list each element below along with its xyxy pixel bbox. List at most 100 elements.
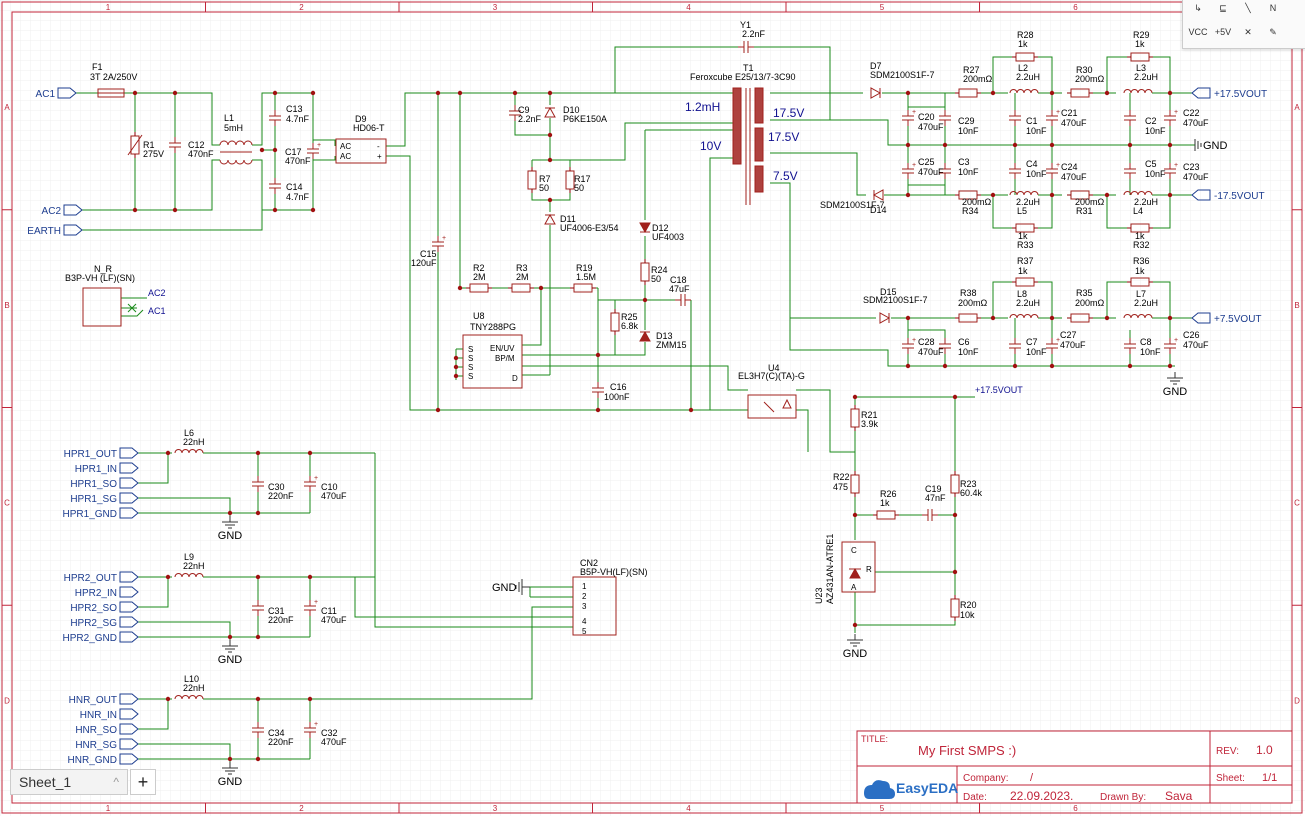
resistor-r24[interactable]	[640, 259, 650, 285]
resistor-r29[interactable]	[1127, 52, 1153, 62]
resistor-r17[interactable]	[565, 167, 575, 193]
wire-icon[interactable]: ↳	[1194, 2, 1202, 13]
add-sheet-button[interactable]: +	[130, 769, 156, 795]
capacitor-c10[interactable]: +	[304, 475, 318, 492]
port-out-p75[interactable]	[1191, 312, 1211, 324]
resistor-r35[interactable]	[1067, 313, 1093, 323]
resistor-r32[interactable]	[1127, 223, 1153, 233]
inductor-l7[interactable]	[1123, 314, 1153, 319]
sheet-tab[interactable]: Sheet_1 ^	[10, 769, 128, 795]
capacitor-c9[interactable]	[509, 105, 521, 121]
inductor-l4[interactable]	[1123, 191, 1153, 196]
capacitor-c7[interactable]	[1009, 338, 1021, 354]
connector-nr[interactable]	[82, 287, 122, 327]
port-ac1[interactable]	[57, 87, 77, 99]
capacitor-c32[interactable]: +	[304, 721, 318, 738]
resistor-r23[interactable]	[950, 471, 960, 497]
plus5v-icon[interactable]: +5V	[1214, 27, 1232, 37]
diode-d12[interactable]	[639, 222, 651, 234]
diode-d10[interactable]	[544, 106, 556, 118]
capacitor-c18[interactable]	[675, 294, 691, 306]
capacitor-c2[interactable]	[1124, 110, 1136, 126]
diode-d7[interactable]	[870, 87, 882, 99]
resistor-r19[interactable]	[570, 283, 596, 293]
resistor-r31[interactable]	[1067, 190, 1093, 200]
resistor-r25[interactable]	[610, 309, 620, 335]
capacitor-c15[interactable]: +	[432, 235, 446, 252]
port-hnr-gnd[interactable]	[119, 753, 139, 765]
chevron-up-icon[interactable]: ^	[113, 775, 119, 789]
capacitor-c34[interactable]	[252, 722, 264, 738]
capacitor-c8[interactable]	[1124, 338, 1136, 354]
inductor-l6[interactable]	[174, 449, 204, 454]
resistor-r38[interactable]	[955, 313, 981, 323]
port-hpr2-gnd[interactable]	[119, 631, 139, 643]
capacitor-c23[interactable]: +	[1164, 162, 1178, 179]
capacitor-c26[interactable]: +	[1164, 337, 1178, 354]
inductor-l3[interactable]	[1123, 89, 1153, 94]
port-hpr1-gnd[interactable]	[119, 507, 139, 519]
capacitor-c5[interactable]	[1124, 163, 1136, 179]
port-ac2[interactable]	[63, 204, 83, 216]
port-out-p175[interactable]	[1191, 87, 1211, 99]
diode-d13[interactable]	[639, 330, 651, 342]
resistor-r26[interactable]	[873, 510, 899, 520]
port-hpr1-out[interactable]	[119, 447, 139, 459]
capacitor-c21[interactable]: +	[1046, 109, 1060, 126]
resistor-r7[interactable]	[527, 167, 537, 193]
port-hnr-in[interactable]	[119, 708, 139, 720]
capacitor-c31[interactable]	[252, 600, 264, 616]
port-hnr-sg[interactable]	[119, 738, 139, 750]
capacitor-c27[interactable]: +	[1046, 337, 1060, 354]
noconnect-icon[interactable]: ✕	[1244, 26, 1252, 37]
capacitor-c30[interactable]	[252, 476, 264, 492]
capacitor-c29[interactable]	[939, 110, 951, 126]
capacitor-c19[interactable]	[922, 509, 938, 521]
bridge-d9[interactable]	[335, 138, 387, 164]
resistor-r20[interactable]	[950, 595, 960, 621]
resistor-r33[interactable]	[1012, 223, 1038, 233]
capacitor-c12[interactable]	[169, 137, 181, 153]
capacitor-c28[interactable]: +	[902, 337, 916, 354]
transformer-t1[interactable]	[732, 87, 764, 205]
port-earth[interactable]	[63, 224, 83, 236]
port-hpr2-sg[interactable]	[119, 616, 139, 628]
port-hpr2-in[interactable]	[119, 586, 139, 598]
vcc-icon[interactable]: VCC	[1188, 27, 1208, 37]
bus-icon[interactable]: ⊑	[1219, 2, 1227, 13]
resistor-r21[interactable]	[850, 405, 860, 431]
ic-u8[interactable]	[462, 334, 523, 389]
capacitor-c6[interactable]	[939, 338, 951, 354]
inductor-l9[interactable]	[174, 573, 204, 578]
port-hpr1-in[interactable]	[119, 462, 139, 474]
resistor-r34[interactable]	[955, 190, 981, 200]
capacitor-c25[interactable]: +	[902, 162, 916, 179]
optocoupler-u4[interactable]	[747, 394, 797, 419]
port-hpr2-so[interactable]	[119, 601, 139, 613]
line-icon[interactable]: ╲	[1245, 2, 1251, 13]
resistor-r2[interactable]	[466, 283, 492, 293]
port-hpr1-sg[interactable]	[119, 492, 139, 504]
resistor-r22[interactable]	[850, 471, 860, 497]
port-hpr1-so[interactable]	[119, 477, 139, 489]
capacitor-c13[interactable]	[269, 110, 281, 126]
inductor-l5[interactable]	[1009, 191, 1039, 196]
pen-icon[interactable]: ✎	[1269, 26, 1277, 37]
resistor-r30[interactable]	[1067, 88, 1093, 98]
capacitor-c4[interactable]	[1009, 163, 1021, 179]
resistor-r36[interactable]	[1127, 277, 1153, 287]
capacitor-c1[interactable]	[1009, 110, 1021, 126]
capacitor-c14[interactable]	[269, 178, 281, 194]
capacitor-c24[interactable]: +	[1046, 162, 1060, 179]
resistor-r3[interactable]	[508, 283, 534, 293]
shunt-u23[interactable]	[841, 541, 876, 593]
resistor-r27[interactable]	[955, 88, 981, 98]
inductor-l10[interactable]	[174, 695, 204, 700]
port-hnr-out[interactable]	[119, 693, 139, 705]
resistor-r28[interactable]	[1012, 52, 1038, 62]
diode-d14[interactable]	[872, 189, 884, 201]
port-hpr2-out[interactable]	[119, 571, 139, 583]
diode-d15[interactable]	[879, 312, 891, 324]
capacitor-c3[interactable]	[939, 163, 951, 179]
